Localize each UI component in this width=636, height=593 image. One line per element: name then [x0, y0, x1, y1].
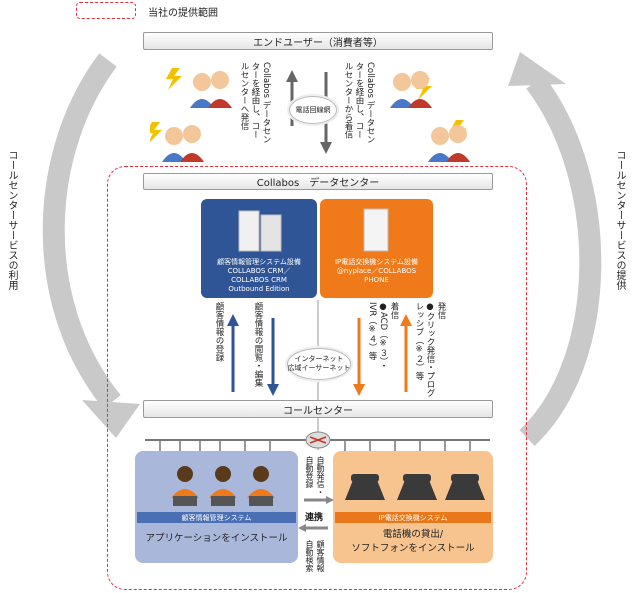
phone-exchange-box: IP電話交換機システム設備 @nyplace／COLLABOS PHONE [320, 199, 433, 298]
server-icon [238, 210, 282, 252]
desk-phone-icon [345, 474, 485, 500]
operator-icon [171, 466, 275, 506]
auto-call-label: 自動発信・ 自動登録 [305, 456, 325, 496]
phone-system-bar: IP電話交換機システム [335, 512, 491, 523]
server-icon [363, 208, 389, 252]
callcenter-label: コールセンター [283, 405, 353, 417]
legend-label: 当社の提供範囲 [148, 8, 218, 19]
auto-search-label: 顧客情報 自動検索 [305, 540, 325, 572]
internet-label: インターネット 広域イーサーネット [287, 355, 351, 372]
internet-cloud: インターネット 広域イーサーネット [287, 348, 351, 380]
callcenter-bar: コールセンター [143, 400, 493, 418]
router-icon [305, 431, 331, 449]
register-label: 顧客情報の登録 [214, 302, 224, 362]
consumers-illustration [150, 68, 470, 162]
datacenter-label: Collabos データセンター [256, 178, 380, 189]
left-side-label: コールセンターサービスの利用 [6, 150, 17, 290]
phone-system-panel [333, 451, 493, 563]
link-label: 連携 [305, 513, 324, 523]
right-side-label: コールセンターサービスの提供 [614, 150, 625, 290]
outgoing-features-label: 発信 ●クリック発信・プログ レッシブ（※２）等 [414, 302, 446, 397]
end-user-label: エンドユーザー（消費者等） [253, 37, 383, 49]
phone-network-label: 電話回線網 [295, 105, 331, 114]
crm-system-text: アプリケーションをインストール [145, 533, 288, 544]
view-edit-label: 顧客情報の閲覧・編集 [253, 302, 263, 387]
end-user-bar: エンドユーザー（消費者等） [143, 32, 493, 50]
incoming-features-label: 着信 ●ACD（※３）・ IVR（※４）等 [367, 302, 399, 370]
person-icon [162, 71, 470, 162]
phone-system-text: 電話機の貸出/ ソフトフォンをインストール [351, 529, 475, 554]
crm-equipment-box: 顧客情報管理システム設備 COLLABOS CRM／ COLLABOS CRM … [201, 199, 317, 298]
legend-dashed-box [76, 2, 136, 19]
crm-system-bar: 顧客情報管理システム [137, 512, 296, 523]
phone-network-cloud: 電話回線網 [289, 96, 337, 124]
provided-scope-border [107, 166, 527, 590]
datacenter-bar: Collabos データセンター [143, 173, 493, 190]
phone-exchange-text: IP電話交換機システム設備 @nyplace／COLLABOS PHONE [334, 258, 419, 284]
crm-equipment-text: 顧客情報管理システム設備 COLLABOS CRM／ COLLABOS CRM … [217, 258, 301, 293]
outgoing-note: Collabos データセン ターを経由し、コー ルセンターへ発信 [239, 62, 271, 144]
link-arrows [298, 496, 334, 532]
incoming-note: Collabos データセン ターを経由し、コー ルセンターから着信 [343, 62, 375, 144]
